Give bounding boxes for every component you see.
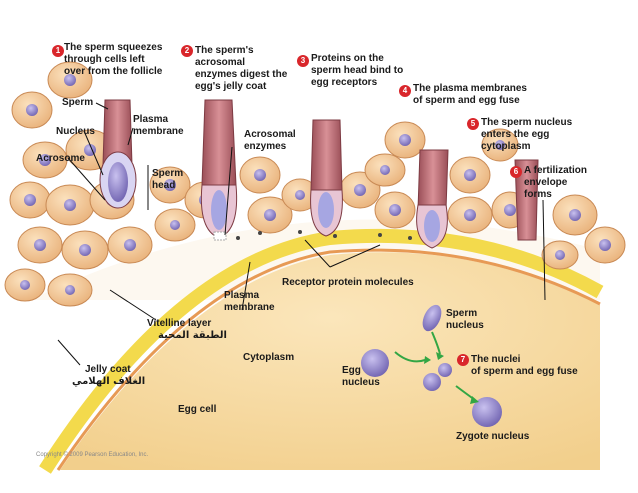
receptor-proteins bbox=[236, 230, 412, 240]
step-badge-1: 1 bbox=[52, 45, 64, 57]
copyright-notice: Copyright © 2009 Pearson Education, Inc. bbox=[36, 452, 149, 458]
egg-nucleus-shape bbox=[361, 349, 389, 377]
label-vitelline-layer: Vitelline layer bbox=[147, 318, 212, 329]
label-zygote-nucleus: Zygote nucleus bbox=[456, 431, 530, 442]
plasma-membrane-line bbox=[56, 248, 601, 471]
step-badge-5: 5 bbox=[467, 118, 479, 130]
step-text-2: The sperm's acrosomal enzymes digest the… bbox=[195, 45, 288, 92]
label-jelly-coat-arabic: الغلاف الهلامي bbox=[72, 376, 146, 387]
label-receptor-proteins: Receptor protein molecules bbox=[282, 277, 414, 288]
label-egg-cell: Egg cell bbox=[178, 404, 217, 415]
egg-cytoplasm bbox=[60, 252, 600, 470]
label-cytoplasm: Cytoplasm bbox=[243, 352, 295, 363]
zygote-nucleus-shape bbox=[472, 397, 502, 427]
step-text-1: The sperm squeezes through cells left ov… bbox=[64, 42, 163, 77]
label-jelly-coat: Jelly coat bbox=[85, 364, 131, 375]
step-text-7: The nuclei of sperm and egg fuse bbox=[471, 354, 578, 377]
step-badge-2: 2 bbox=[181, 45, 193, 57]
sperm-2 bbox=[200, 99, 238, 241]
label-vitelline-layer-arabic: الطبقة المحية bbox=[158, 330, 227, 341]
sperm-3 bbox=[310, 119, 343, 237]
sperm-nucleus-shape bbox=[422, 304, 442, 332]
step-text-4: The plasma membranes of sperm and egg fu… bbox=[413, 83, 527, 106]
step-badge-4: 4 bbox=[399, 85, 411, 97]
label-nucleus: Nucleus bbox=[56, 126, 95, 137]
follicle-cells bbox=[4, 61, 626, 307]
step-badge-3: 3 bbox=[297, 55, 309, 67]
step-badge-7: 7 bbox=[457, 354, 469, 366]
label-acrosomal-enzymes: Acrosomal enzymes bbox=[244, 129, 296, 152]
vitelline-layer-band bbox=[39, 228, 604, 474]
pointer-lines bbox=[57, 102, 546, 366]
step-text-5: The sperm nucleus enters the egg cytopla… bbox=[481, 117, 573, 152]
sperm-4 bbox=[416, 149, 449, 249]
step-badge-6: 6 bbox=[510, 166, 522, 178]
fusing-nuclei-shape bbox=[423, 363, 452, 391]
label-sperm-nucleus: Sperm nucleus bbox=[446, 308, 484, 331]
step-text-3: Proteins on the sperm head bind to egg r… bbox=[311, 53, 404, 88]
label-sperm: Sperm bbox=[62, 97, 94, 108]
label-egg-nucleus: Egg nucleus bbox=[342, 365, 380, 388]
sperm-5 bbox=[514, 159, 539, 241]
sperm-1 bbox=[99, 99, 137, 209]
label-plasma-membrane-top: Plasma membrane bbox=[133, 114, 184, 137]
label-acrosome: Acrosome bbox=[36, 153, 85, 164]
label-plasma-membrane-mid: Plasma membrane bbox=[224, 290, 275, 313]
label-sperm-head: Sperm head bbox=[152, 168, 184, 191]
step-text-6: A fertilization envelope forms bbox=[524, 165, 587, 200]
